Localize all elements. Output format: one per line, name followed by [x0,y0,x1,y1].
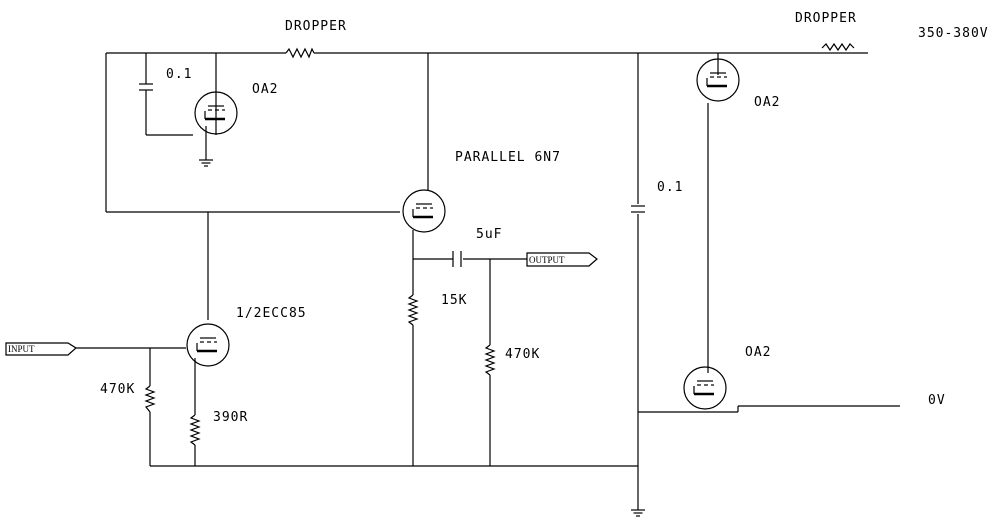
resistor-15k-label: 15K [441,293,467,308]
wiring [76,52,900,510]
oa2-left-label: OA2 [252,82,278,97]
capacitor-0-1-left [138,83,154,91]
coupling-capacitor-5uf [452,251,462,267]
resistor-470k-right [484,344,496,376]
oa2-tube-bottom-right [682,365,728,411]
supply-voltage-label: 350-380V [918,26,989,41]
input-tube-label: 1/2ECC85 [236,306,307,321]
dropper-label-top: DROPPER [285,19,347,34]
dropper-resistor-top [285,47,315,59]
oa2-top-right-label: OA2 [754,95,780,110]
parallel-tube-label: PARALLEL 6N7 [455,150,561,165]
zero-volt-label: 0V [928,393,946,408]
resistor-390r [189,414,201,446]
ground-symbol-bottom [630,509,646,517]
resistor-390r-label: 390R [213,410,248,425]
ecc85-tube [185,322,231,368]
parallel-6n7-tube [401,188,447,234]
ground-symbol-left [198,159,214,167]
resistor-15k [407,294,419,326]
oa2-bottom-right-label: OA2 [745,345,771,360]
coupling-capacitor-label: 5uF [476,227,502,242]
dropper-label-right: DROPPER [795,11,857,26]
input-label: INPUT [8,344,35,354]
input-flag [5,342,78,356]
output-label: OUTPUT [529,255,565,265]
output-flag [526,252,598,267]
capacitor-left-label: 0.1 [166,67,192,82]
resistor-470k-left [144,385,156,413]
dropper-resistor-right [821,42,855,52]
capacitor-0-1-right [630,205,646,213]
resistor-470k-left-label: 470K [100,382,135,397]
resistor-470k-right-label: 470K [505,347,540,362]
capacitor-right-label: 0.1 [657,180,683,195]
